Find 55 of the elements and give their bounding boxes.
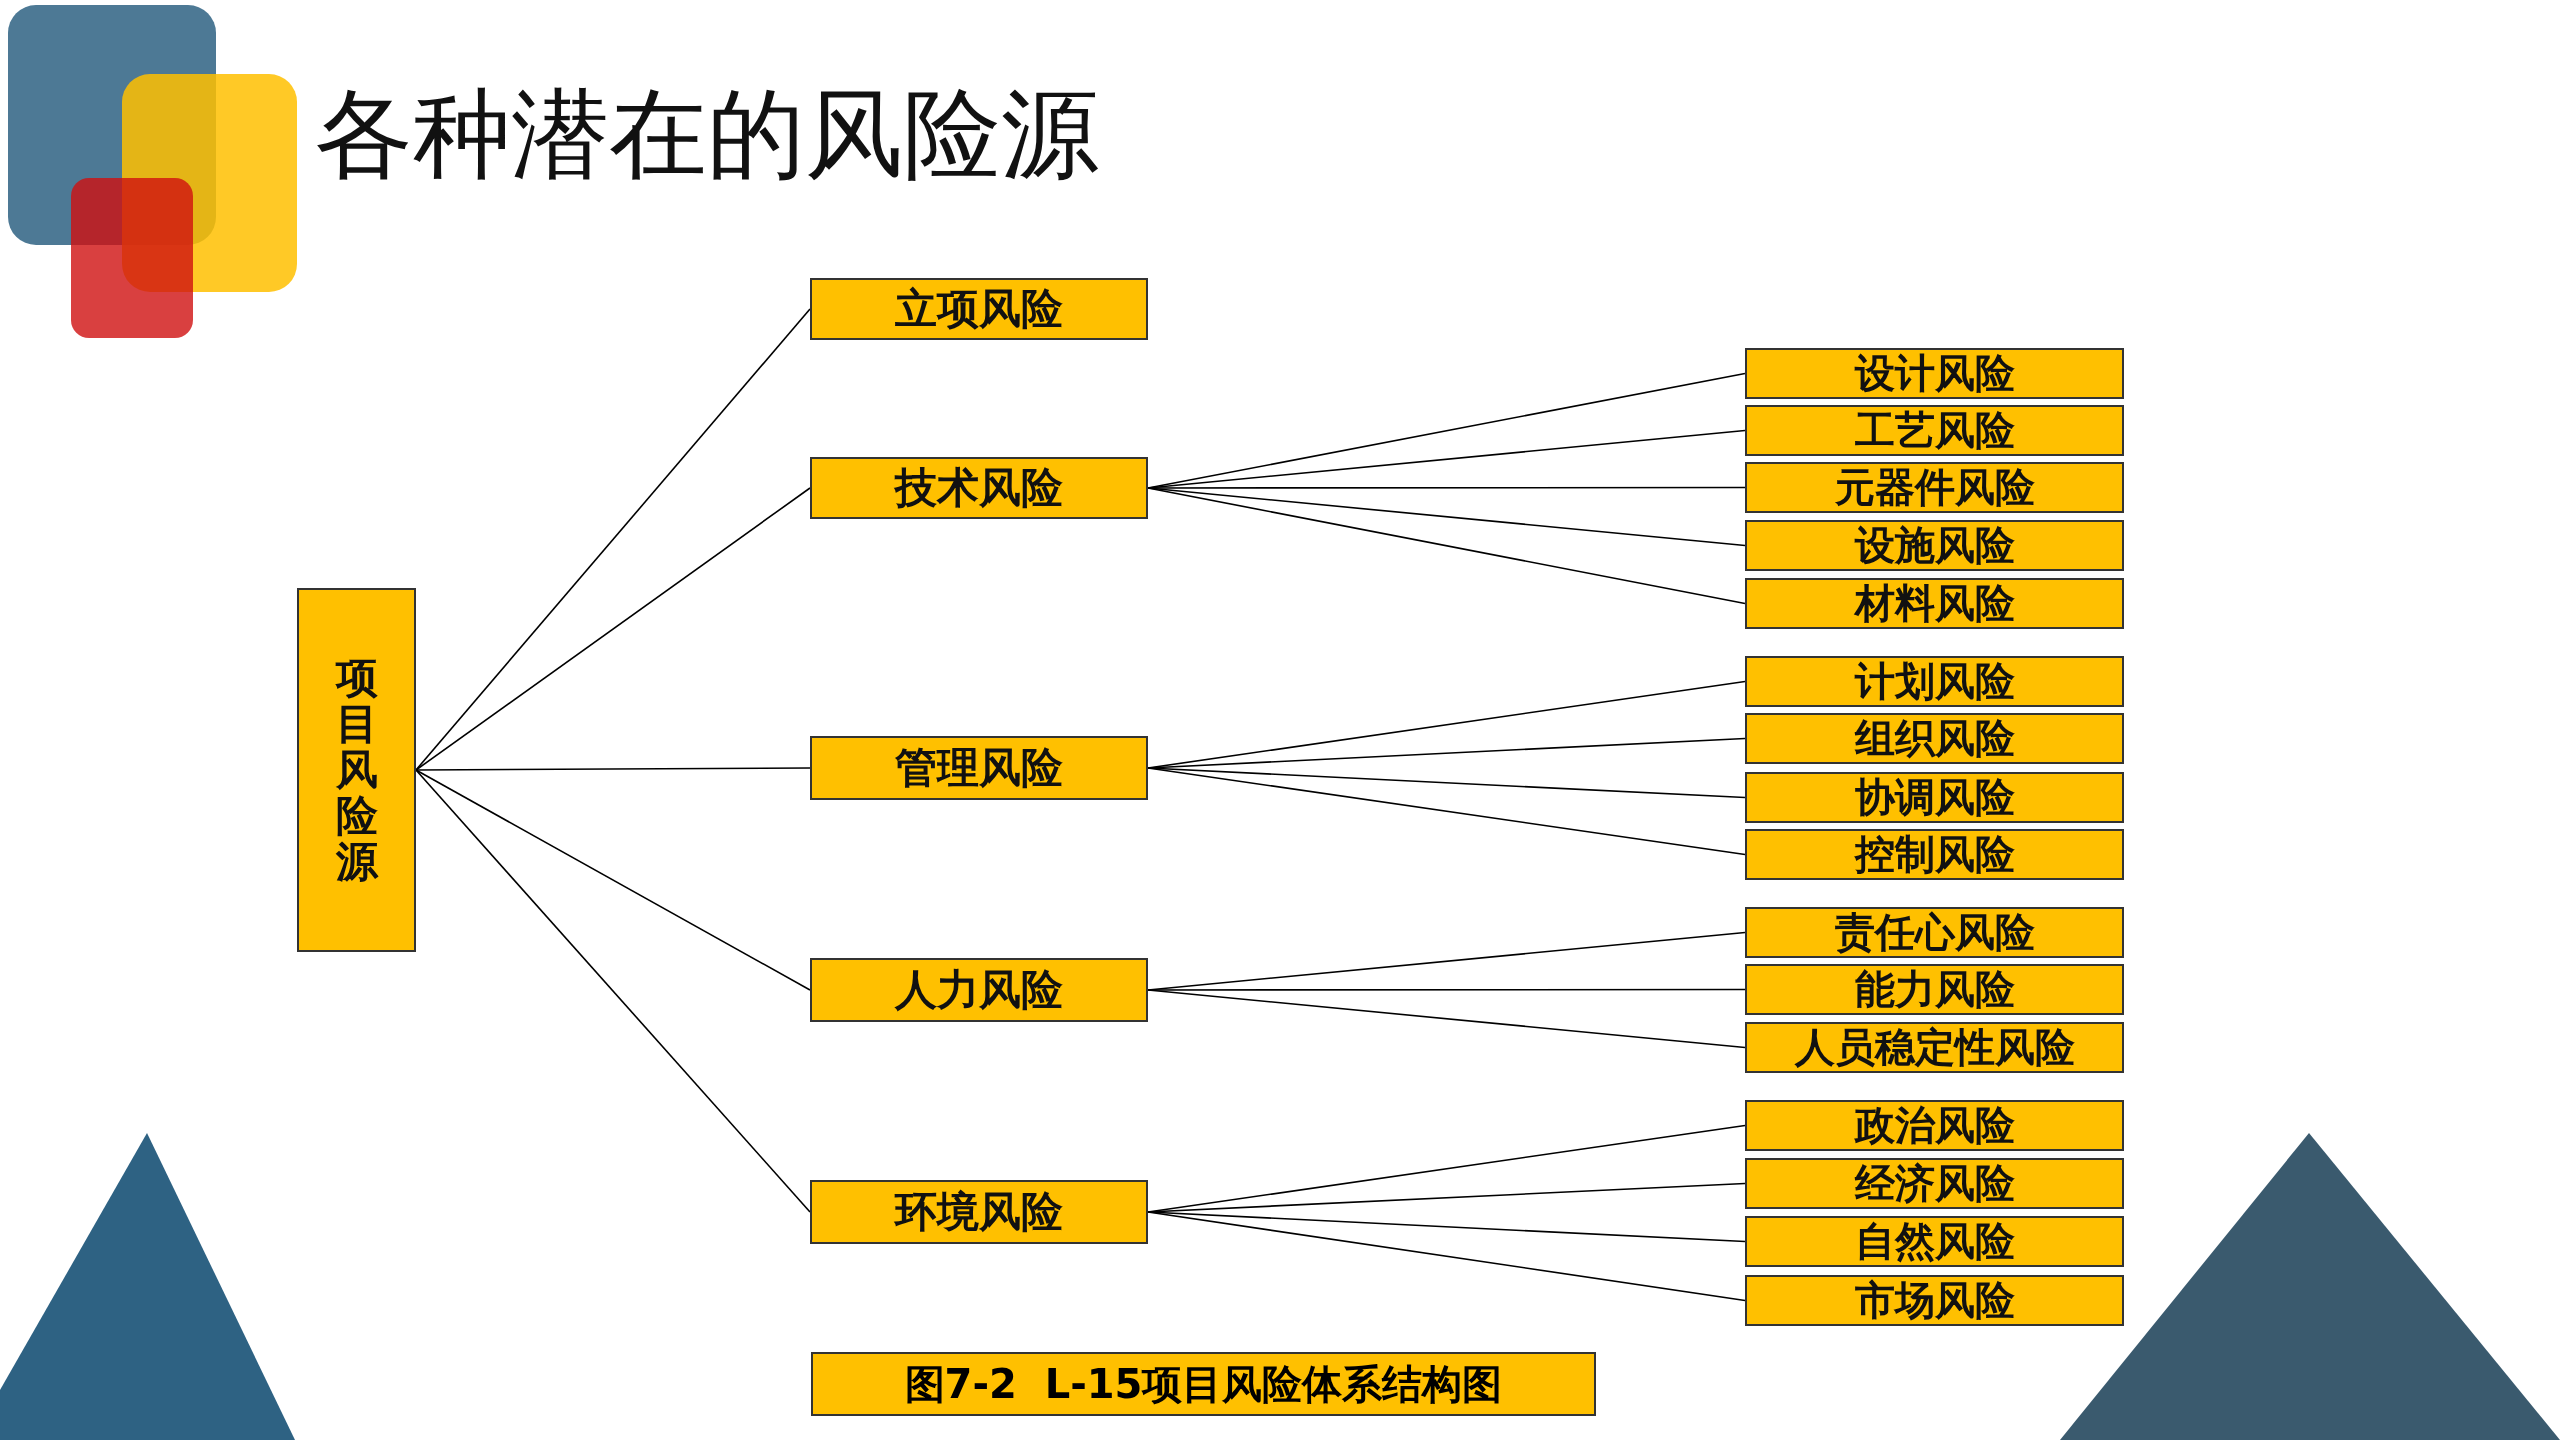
node-label: 能力风险 — [1854, 965, 2015, 1014]
category-box — [810, 958, 1148, 1022]
node-label: 控制风险 — [1854, 830, 2015, 879]
node-label: 计划风险 — [1854, 657, 2015, 706]
risk-box — [1745, 907, 2124, 958]
connector-line — [1147, 989, 1746, 1049]
risk-box — [1745, 656, 2124, 707]
risk-box — [1745, 462, 2124, 513]
risk-box — [1745, 1216, 2124, 1267]
node-label: 项目风险源 — [335, 654, 378, 886]
node-label: 管理风险 — [895, 742, 1063, 794]
category-box — [810, 736, 1148, 800]
category-box — [810, 1180, 1148, 1244]
connector-line — [415, 769, 811, 1213]
node-label: 技术风险 — [895, 462, 1063, 514]
connector-line — [1147, 487, 1746, 605]
node-label: 市场风险 — [1854, 1276, 2015, 1325]
node-label: 组织风险 — [1854, 714, 2015, 763]
risk-box — [1745, 1158, 2124, 1209]
figure-caption: 图7-2 L-15项目风险体系结构图 — [811, 1352, 1596, 1416]
node-label: 协调风险 — [1854, 773, 2015, 822]
node-label: 政治风险 — [1854, 1101, 2015, 1150]
node-label: 自然风险 — [1854, 1217, 2015, 1266]
risk-box — [1745, 713, 2124, 764]
node-label: 工艺风险 — [1854, 406, 2015, 455]
root-box — [297, 588, 416, 952]
connector-line — [1147, 767, 1746, 856]
node-label: 材料风险 — [1854, 579, 2015, 628]
risk-box — [1745, 348, 2124, 399]
node-label: 立项风险 — [895, 283, 1063, 335]
connector-line — [415, 308, 811, 771]
connector-line — [415, 769, 811, 991]
node-label: 人力风险 — [895, 964, 1063, 1016]
risk-box — [1745, 829, 2124, 880]
risk-box — [1745, 1275, 2124, 1326]
node-label: 人员稳定性风险 — [1794, 1023, 2075, 1072]
risk-box — [1745, 772, 2124, 823]
node-label: 设施风险 — [1854, 521, 2015, 570]
node-label: 经济风险 — [1854, 1159, 2015, 1208]
connector-line — [415, 487, 811, 771]
connector-line — [1147, 1211, 1746, 1302]
risk-box — [1745, 578, 2124, 629]
risk-box — [1745, 405, 2124, 456]
risk-box — [1745, 1022, 2124, 1073]
node-label: 元器件风险 — [1834, 463, 2035, 512]
node-label: 责任心风险 — [1834, 908, 2035, 957]
category-box — [810, 278, 1148, 340]
risk-box — [1745, 1100, 2124, 1151]
title: 各种潜在的风险源 — [315, 76, 1099, 193]
node-label: 环境风险 — [895, 1186, 1063, 1238]
category-box — [810, 457, 1148, 519]
connector-line — [415, 767, 811, 771]
node-label: 设计风险 — [1854, 349, 2015, 398]
risk-box — [1745, 520, 2124, 571]
risk-box — [1745, 964, 2124, 1015]
